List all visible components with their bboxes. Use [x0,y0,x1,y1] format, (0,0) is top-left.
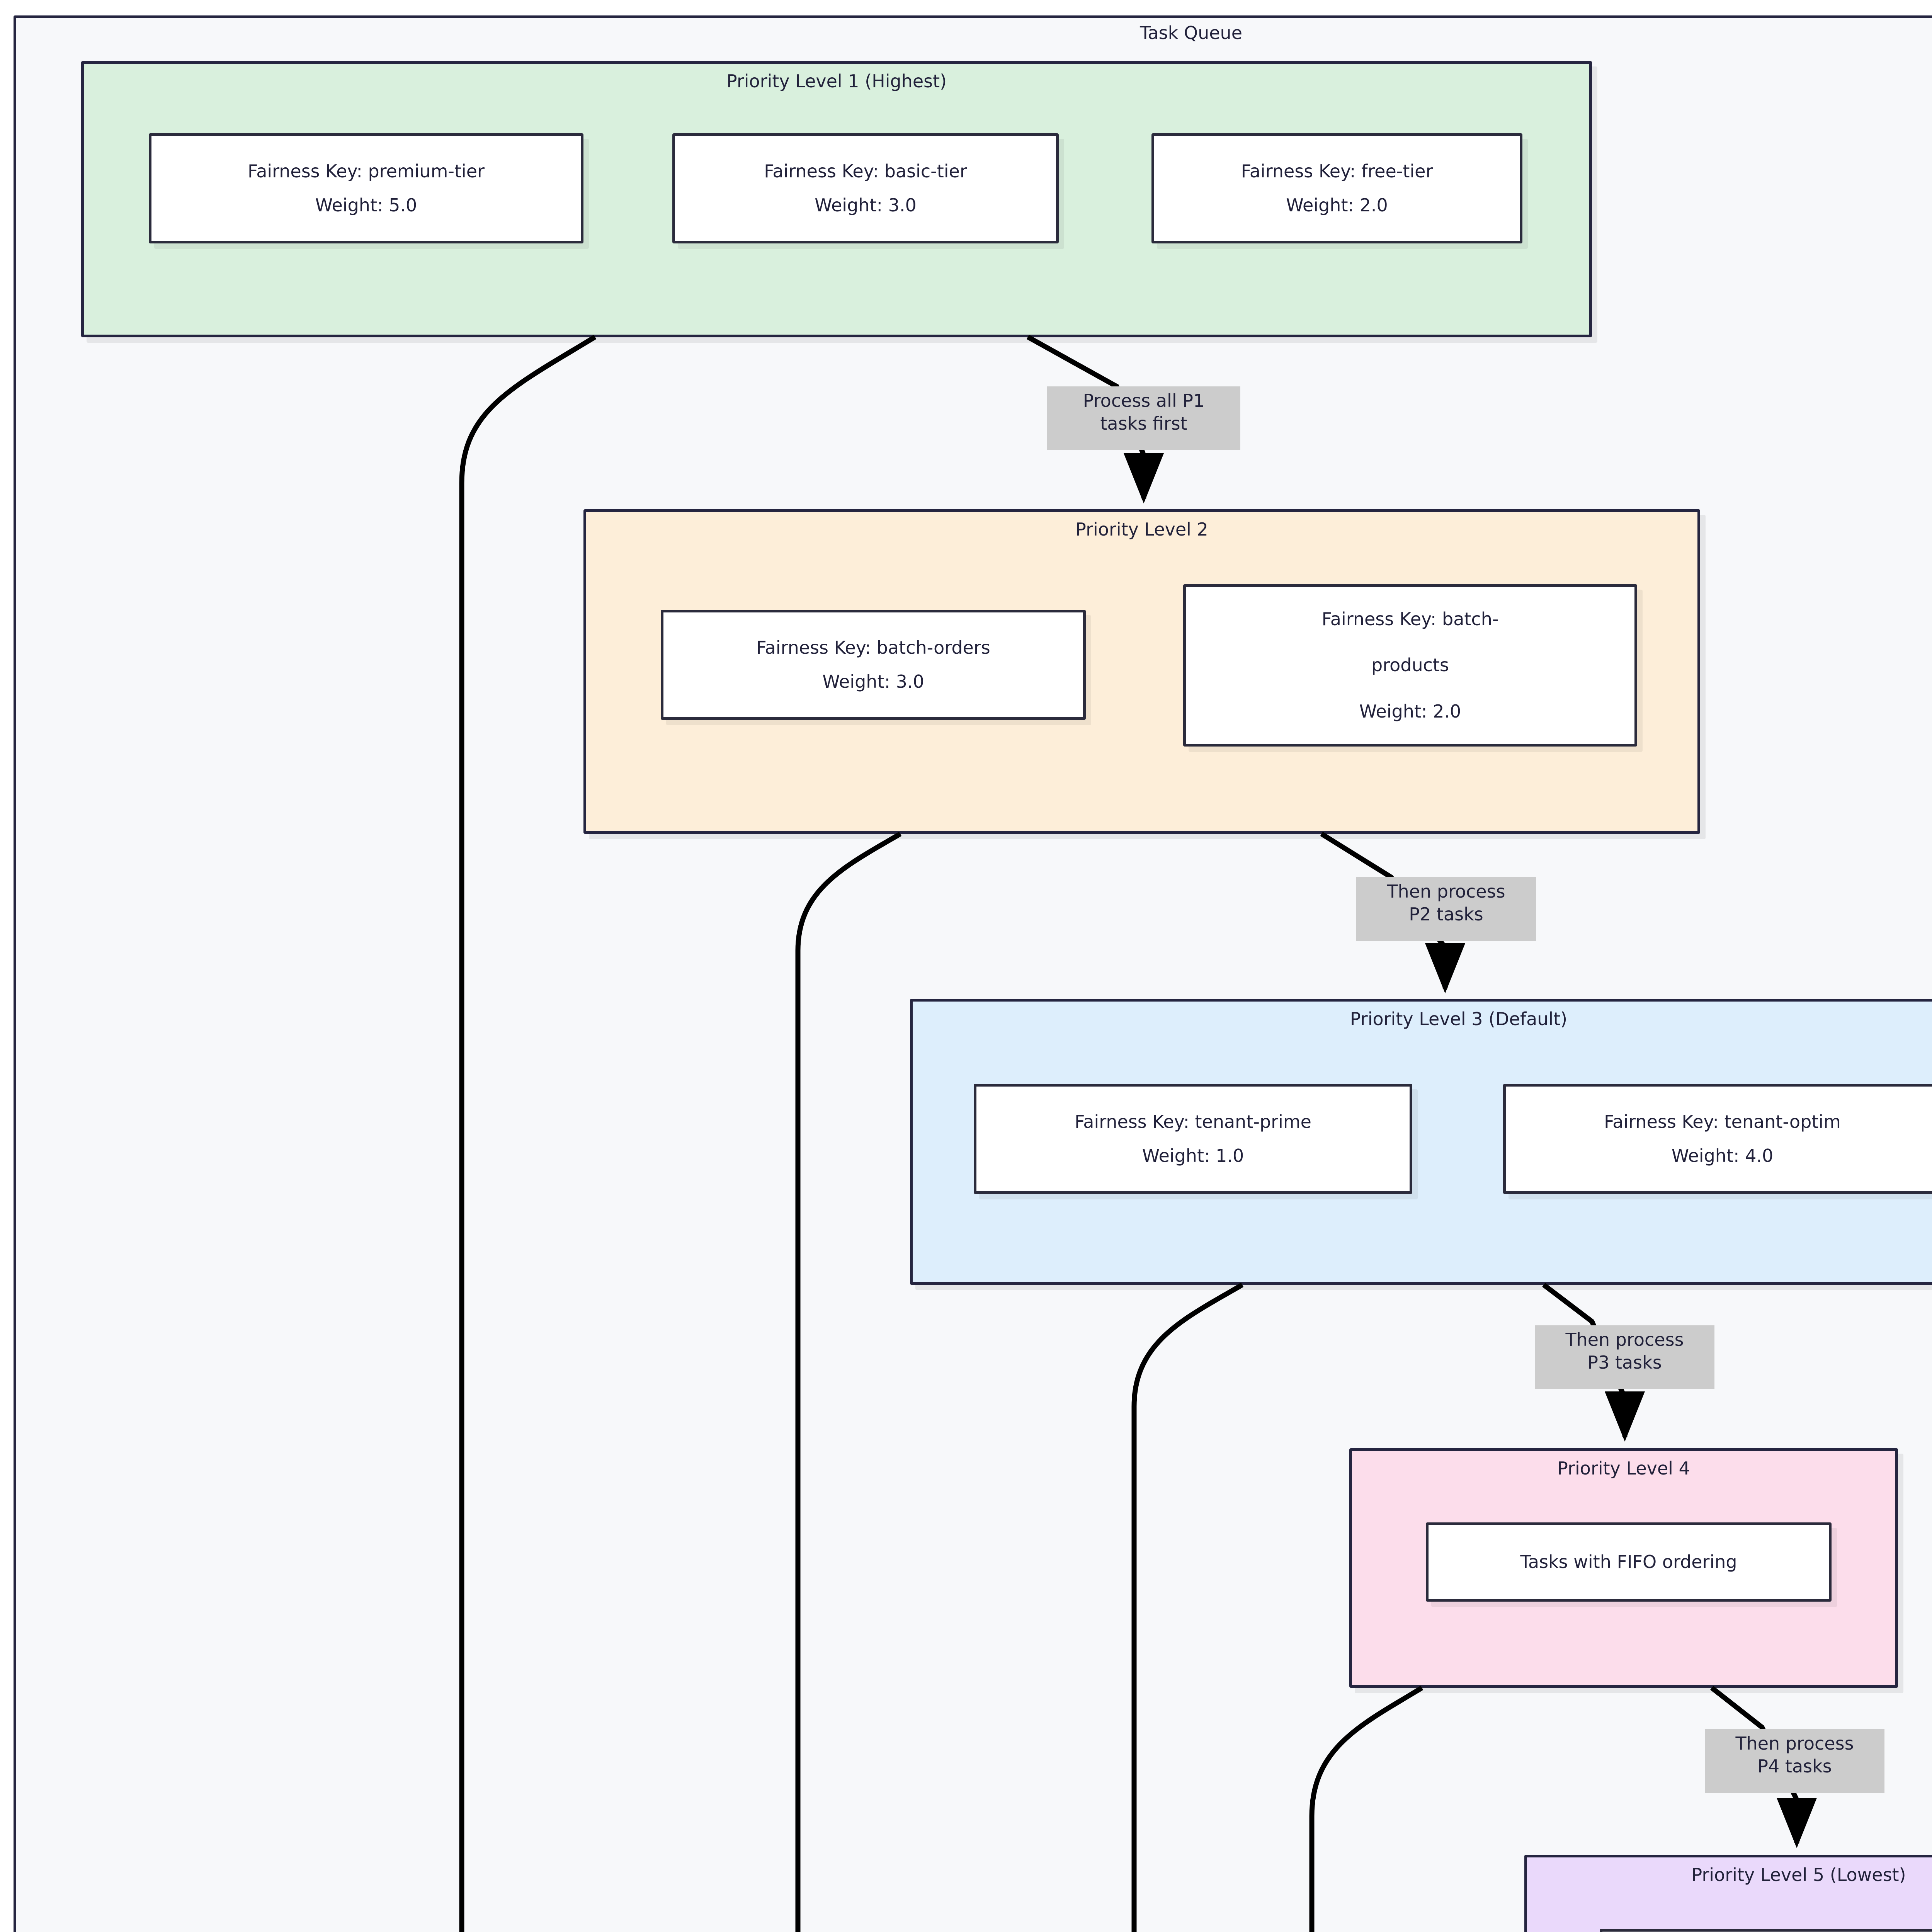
edge-label-line: P4 tasks [1757,1755,1832,1777]
cluster-priority-5 [1524,1855,1932,1932]
node-p2-batch-products[interactable]: Fairness Key: batch- products Weight: 2.… [1183,584,1637,747]
node-line: Fairness Key: batch-orders [756,637,990,658]
node-line: Fairness Key: tenant-prime [1075,1111,1311,1133]
node-line: Fairness Key: batch- [1321,608,1499,629]
node-line: Fairness Key: premium-tier [247,161,485,182]
cluster-priority-1-title: Priority Level 1 (Highest) [726,71,947,92]
node-line: Weight: 2.0 [1286,194,1388,216]
node-line: Fairness Key: basic-tier [764,161,967,182]
node-line: Weight: 3.0 [822,671,924,692]
edge-label-line: P3 tasks [1587,1352,1662,1373]
edge-label-then-process-p4: Then process P4 tasks [1705,1729,1884,1793]
node-line: Tasks with FIFO ordering [1520,1551,1737,1572]
edge-label-line: tasks first [1100,413,1187,434]
node-line: Fairness Key: tenant-optim [1604,1111,1841,1133]
node-p1-basic-tier[interactable]: Fairness Key: basic-tier Weight: 3.0 [672,133,1059,243]
node-line: Fairness Key: free-tier [1241,161,1433,182]
node-p3-tenant-prime[interactable]: Fairness Key: tenant-prime Weight: 1.0 [974,1084,1412,1194]
node-line: Weight: 3.0 [815,194,917,216]
node-line: Weight: 5.0 [315,194,417,216]
node-p3-tenant-optim[interactable]: Fairness Key: tenant-optim Weight: 4.0 [1503,1084,1932,1194]
cluster-priority-3-title: Priority Level 3 (Default) [1350,1009,1568,1029]
node-line: Weight: 2.0 [1359,701,1461,722]
node-line: products [1371,655,1449,676]
edge-label-line: Then process [1387,881,1505,902]
node-p1-premium-tier[interactable]: Fairness Key: premium-tier Weight: 5.0 [149,133,583,243]
edge-label-line: P2 tasks [1409,903,1483,925]
edge-label-line: Then process [1735,1733,1854,1754]
cluster-priority-2-title: Priority Level 2 [1075,519,1208,540]
edge-label-then-process-p3: Then process P3 tasks [1535,1325,1714,1389]
cluster-priority-4-title: Priority Level 4 [1557,1458,1690,1479]
edge-label-process-all-p1: Process all P1 tasks first [1047,386,1240,450]
node-line: Weight: 4.0 [1671,1145,1774,1166]
node-p2-batch-orders[interactable]: Fairness Key: batch-orders Weight: 3.0 [661,610,1086,720]
node-p5-fifo[interactable]: Tasks with FIFO ordering [1600,1929,1932,1932]
edge-label-then-process-p2: Then process P2 tasks [1356,877,1536,941]
cluster-priority-5-title: Priority Level 5 (Lowest) [1691,1864,1906,1885]
node-line: Weight: 1.0 [1142,1145,1244,1166]
task-queue-title: Task Queue [1139,22,1243,43]
edge-label-line: Process all P1 [1083,390,1205,411]
node-p1-free-tier[interactable]: Fairness Key: free-tier Weight: 2.0 [1151,133,1522,243]
edge-label-line: Then process [1565,1329,1684,1350]
node-p4-fifo[interactable]: Tasks with FIFO ordering [1426,1522,1832,1602]
